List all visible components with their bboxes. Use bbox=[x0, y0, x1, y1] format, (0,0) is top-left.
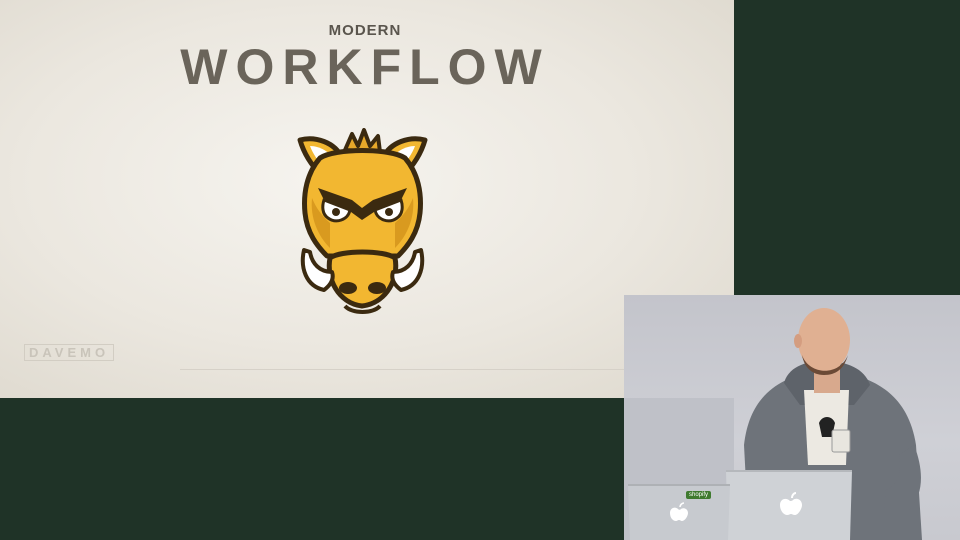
speaker-camera-feed bbox=[624, 295, 960, 540]
presentation-slide: MODERN WORKFLOW bbox=[0, 0, 734, 398]
footer-brand-logo: DAVEMO bbox=[24, 344, 115, 361]
slide-kicker: MODERN bbox=[328, 22, 402, 39]
shopify-sticker: shopify bbox=[686, 491, 712, 499]
footer-divider bbox=[180, 369, 688, 370]
slide-title: WORKFLOW bbox=[180, 39, 550, 95]
speaker-illustration bbox=[628, 308, 922, 540]
grunt-boar-logo-icon bbox=[297, 128, 428, 314]
